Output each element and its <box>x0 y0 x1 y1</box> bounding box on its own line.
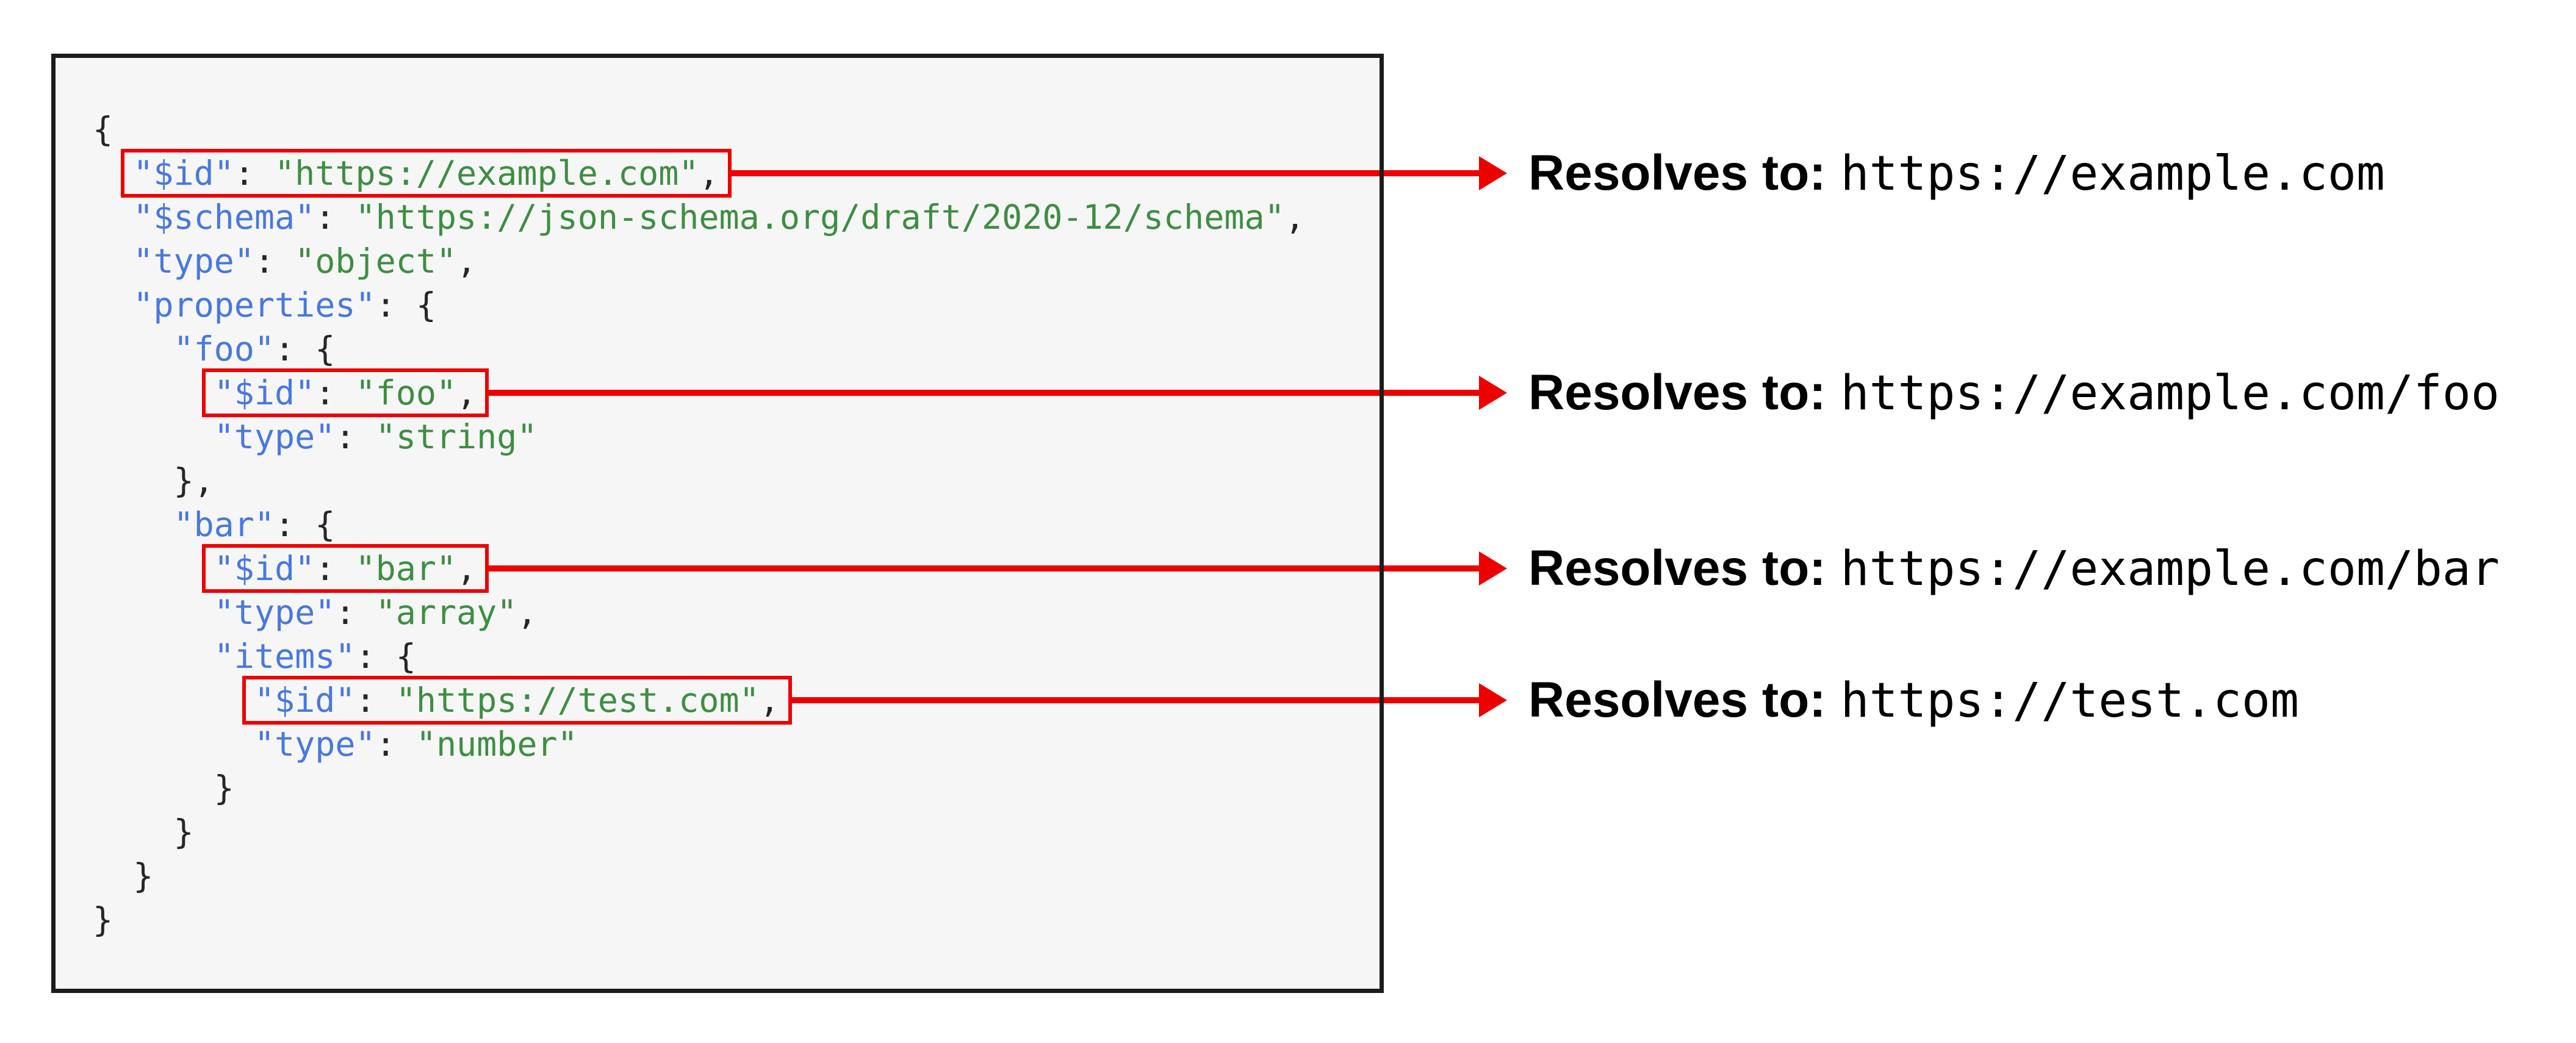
code-line: } <box>93 766 1372 810</box>
code-token: : { <box>275 329 336 368</box>
code-token: : <box>375 725 416 764</box>
code-line: } <box>93 854 1372 898</box>
code-line: "$id": "bar", <box>93 544 1372 593</box>
code-token: , <box>456 242 477 281</box>
code-line: "type": "array", <box>93 590 1372 634</box>
resolved-uri: https://test.com <box>1840 673 2299 728</box>
id-highlight-box: "$id": "https://example.com", <box>121 149 732 198</box>
code-token: "https://json-schema.org/draft/2020-12/s… <box>355 198 1285 237</box>
code-token: : <box>335 417 376 456</box>
code-token: , <box>517 593 538 632</box>
code-token: : <box>335 593 376 632</box>
code-line: "$id": "foo", <box>93 368 1372 417</box>
code-token: "object" <box>295 242 457 281</box>
code-token: "type" <box>214 593 336 632</box>
code-token: } <box>93 856 154 895</box>
code-line: "items": { <box>93 634 1372 678</box>
code-block: { "$id": "https://example.com", "$schema… <box>51 54 1384 993</box>
code-token: "type" <box>214 417 336 456</box>
code-token: "$id" <box>254 681 356 720</box>
code-token: "$id" <box>214 373 315 412</box>
code-token: }, <box>93 461 214 500</box>
code-token: "https://test.com" <box>395 681 760 720</box>
resolves-annotation: Resolves to: https://example.com <box>1528 145 2385 202</box>
id-highlight-box: "$id": "https://test.com", <box>242 676 792 725</box>
code-token: , <box>759 681 780 720</box>
code-token: { <box>93 110 113 149</box>
resolves-label: Resolves to: <box>1528 540 1826 596</box>
code-token: "string" <box>375 417 538 456</box>
resolves-label: Resolves to: <box>1528 365 1826 420</box>
code-token: : <box>355 681 396 720</box>
code-line: "type": "number" <box>93 722 1372 766</box>
resolves-annotation: Resolves to: https://example.com/foo <box>1528 364 2500 421</box>
code-token: } <box>93 769 234 808</box>
code-line: "$schema": "https://json-schema.org/draf… <box>93 195 1372 239</box>
resolved-uri: https://example.com/bar <box>1840 542 2500 597</box>
code-token: : { <box>355 637 416 676</box>
id-highlight-box: "$id": "foo", <box>201 368 489 417</box>
code-token: } <box>93 812 194 851</box>
code-token: : { <box>275 505 336 544</box>
id-highlight-box: "$id": "bar", <box>201 544 489 593</box>
code-token: : <box>234 154 275 193</box>
code-line: "$id": "https://test.com", <box>93 676 1372 725</box>
code-token: "bar" <box>355 549 457 588</box>
code-line: "type": "object", <box>93 239 1372 283</box>
code-line: } <box>93 810 1372 854</box>
code-line: "foo": { <box>93 327 1372 371</box>
resolves-annotation: Resolves to: https://example.com/bar <box>1528 540 2500 597</box>
code-token: "number" <box>416 725 578 764</box>
resolved-uri: https://example.com <box>1840 146 2385 201</box>
resolved-uri: https://example.com/foo <box>1840 366 2500 421</box>
code-line: { <box>93 107 1372 151</box>
code-token: , <box>456 373 477 412</box>
code-token: , <box>1284 198 1305 237</box>
code-token: : <box>254 242 295 281</box>
code-line: "$id": "https://example.com", <box>93 149 1372 198</box>
resolves-annotation: Resolves to: https://test.com <box>1528 672 2299 729</box>
code-token: "$id" <box>214 549 315 588</box>
code-token: "$id" <box>133 154 234 193</box>
code-token: : <box>315 198 356 237</box>
code-line: "type": "string" <box>93 415 1372 459</box>
code-token: "foo" <box>173 329 275 368</box>
code-token: "$schema" <box>133 198 315 237</box>
code-token: "https://example.com" <box>275 154 699 193</box>
code-token: "bar" <box>173 505 275 544</box>
code-line: "properties": { <box>93 283 1372 327</box>
code-token: , <box>699 154 719 193</box>
code-token: "properties" <box>133 285 376 324</box>
resolves-label: Resolves to: <box>1528 672 1826 728</box>
code-token: : <box>315 549 356 588</box>
code-token: : <box>315 373 356 412</box>
code-token: "type" <box>254 725 376 764</box>
code-token: , <box>456 549 477 588</box>
code-token: } <box>93 900 113 939</box>
resolves-label: Resolves to: <box>1528 145 1826 201</box>
code-line: }, <box>93 459 1372 503</box>
code-token: "items" <box>214 637 356 676</box>
code-token: "array" <box>375 593 517 632</box>
code-token: "foo" <box>355 373 457 412</box>
code-line: } <box>93 898 1372 942</box>
code-token: "type" <box>133 242 254 281</box>
code-token: : { <box>375 285 436 324</box>
code-line: "bar": { <box>93 503 1372 547</box>
